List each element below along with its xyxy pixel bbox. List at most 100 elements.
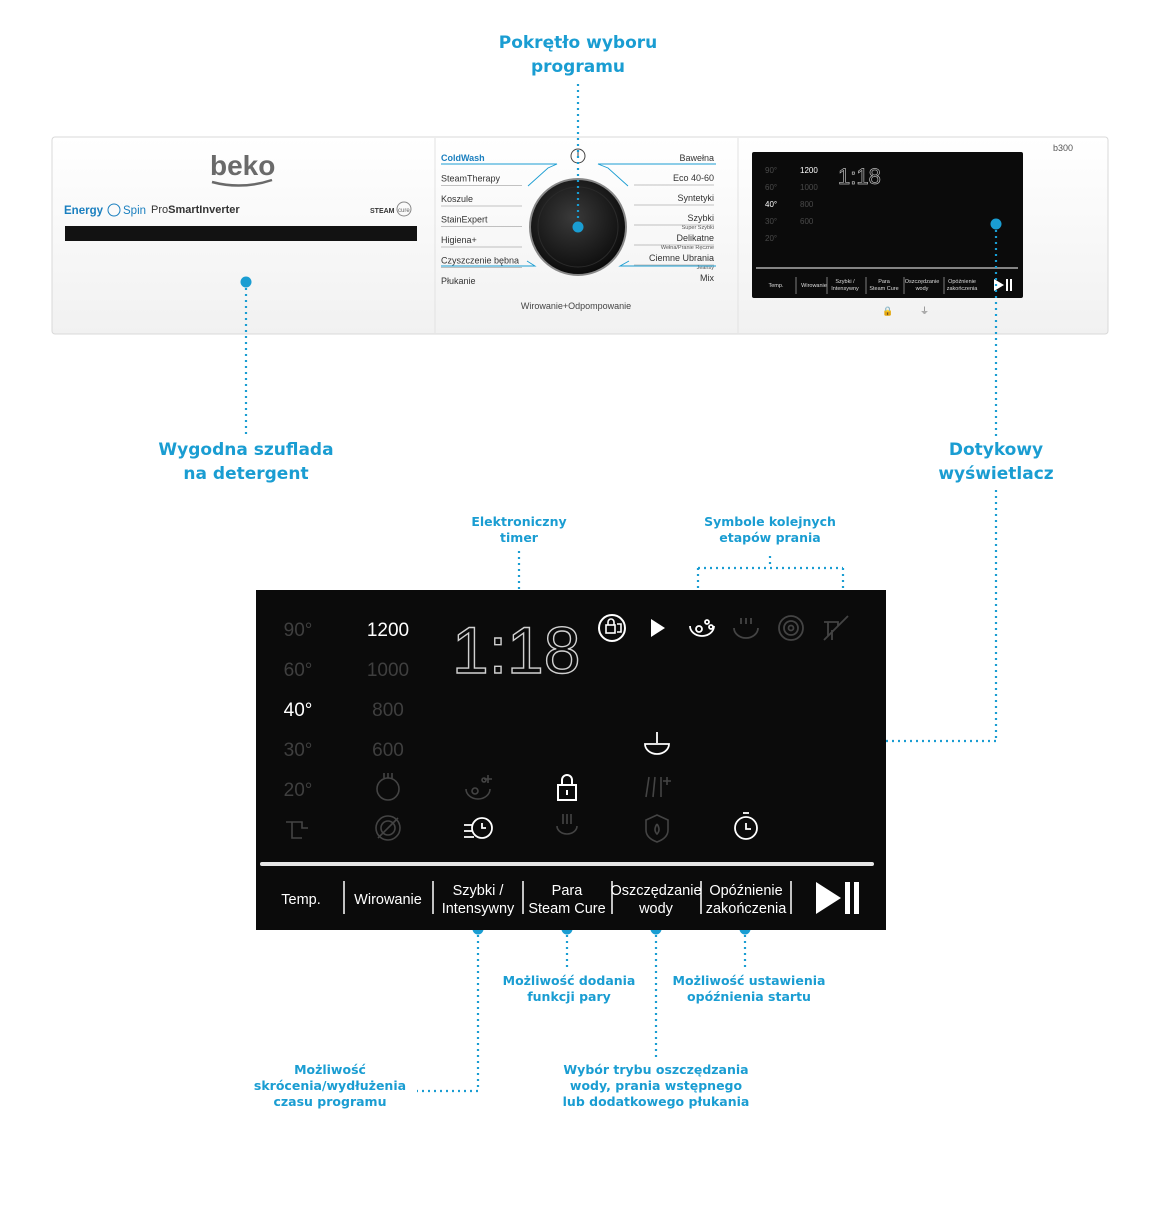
display-button-label[interactable]: Opóźnienie (709, 883, 782, 899)
timer-digits: 1:18 (452, 613, 580, 687)
wash-stage-icon (733, 618, 759, 639)
program-item[interactable]: Czyszczenie bębna (441, 256, 519, 266)
spin-option[interactable]: 800 (372, 700, 404, 721)
mini-button-label[interactable]: Steam Cure (869, 286, 898, 292)
model-label: b300 (1053, 143, 1073, 153)
temperature-option[interactable]: 30° (284, 740, 313, 761)
display-button-label[interactable]: wody (638, 901, 674, 917)
spin-option[interactable]: 600 (372, 740, 404, 761)
callout-dot-drawer (240, 276, 252, 288)
callout-timer: Elektroniczny timer (471, 514, 567, 545)
no-spin-icon (375, 815, 401, 841)
mini-spin-option[interactable]: 600 (800, 217, 814, 226)
mini-temp-option[interactable]: 20° (765, 234, 777, 243)
prewash-stage-icon (689, 619, 715, 637)
temperature-option[interactable]: 60° (284, 660, 313, 681)
drain-stage-icon (823, 615, 849, 641)
program-item[interactable]: Syntetyki (677, 193, 714, 203)
detergent-drawer-handle[interactable] (65, 226, 417, 241)
program-item[interactable]: SteamTherapy (441, 174, 501, 184)
display-button-label[interactable]: zakończenia (706, 901, 788, 917)
prosmart-inverter-label: ProSmartInverter (151, 204, 240, 216)
hot-wash-icon (376, 773, 400, 801)
program-item[interactable]: StainExpert (441, 215, 488, 225)
mini-button-label[interactable]: Szybki / (835, 279, 855, 285)
callout-delay: Możliwość ustawienia opóźnienia startu (672, 973, 826, 1004)
temperature-option[interactable]: 90° (284, 620, 313, 641)
program-list-left: ColdWashSteamTherapyKoszuleStainExpertHi… (441, 153, 522, 286)
display-button-0[interactable]: Temp. (281, 892, 321, 908)
program-subitem: Wełna/Pranie Ręczne (661, 245, 714, 251)
program-item[interactable]: ColdWash (441, 153, 485, 163)
touch-display[interactable]: 90° 60° 40° 30° 20° 1200 1000 800 600 1:18 (256, 590, 886, 930)
program-item[interactable]: Eco 40-60 (673, 173, 714, 183)
display-button-5[interactable]: Opóźnienie zakończenia (706, 883, 788, 917)
mini-spin-option[interactable]: 1200 (800, 166, 818, 175)
program-item[interactable]: Delikatne (676, 233, 714, 243)
mini-button-label[interactable]: wody (915, 286, 929, 292)
display-button-1[interactable]: Wirowanie (354, 892, 422, 908)
mini-button-label[interactable]: Opóźnienie (948, 279, 976, 285)
program-item[interactable]: Ciemne Ubrania (649, 253, 714, 263)
svg-text:⏚: ⏚ (920, 306, 929, 316)
callout-stage-symbols: Symbole kolejnych etapów prania (704, 514, 836, 545)
program-item[interactable]: Higiena+ (441, 235, 477, 245)
display-button-4[interactable]: Oszczędzanie wody (610, 883, 701, 917)
mini-button-label[interactable]: zakończenia (947, 286, 979, 292)
temperature-option[interactable]: 40° (284, 700, 313, 721)
display-button-label[interactable]: Para (552, 883, 584, 899)
energy-spin-label: Energy (64, 205, 104, 217)
shield-icon (645, 814, 669, 843)
steam-cure-badge: STEAM (370, 208, 395, 215)
callout-dot-display (990, 218, 1002, 230)
play-status-icon (651, 619, 665, 637)
display-button-2[interactable]: Szybki / Intensywny (442, 883, 515, 917)
spin-option[interactable]: 1200 (367, 620, 409, 641)
steam-hand-icon (556, 814, 578, 835)
mini-button-label[interactable]: Wirowanie (801, 283, 827, 289)
callout-touch-display: Dotykowy wyświetlacz (938, 440, 1054, 484)
program-subitem: Jeansy (697, 265, 715, 271)
display-button-label[interactable]: Szybki / (453, 883, 505, 899)
electronic-timer: 1:18 (451, 612, 581, 687)
program-bottom-label: Wirowanie+Odpompowanie (521, 301, 631, 311)
mini-temp-option[interactable]: 40° (765, 200, 777, 209)
mini-temp-option[interactable]: 30° (765, 217, 777, 226)
mini-button-label[interactable]: Temp. (769, 283, 784, 289)
tap-icon (286, 821, 308, 839)
mini-button-label[interactable]: Oszczędzanie (905, 279, 940, 285)
start-pause-button[interactable] (816, 882, 859, 914)
display-button-label[interactable]: Intensywny (442, 901, 515, 917)
display-button-label[interactable]: Temp. (281, 892, 321, 908)
program-item[interactable]: Bawełna (679, 153, 714, 163)
mini-temp-option[interactable]: 90° (765, 166, 777, 175)
program-item[interactable]: Mix (700, 273, 714, 283)
temperature-option[interactable]: 20° (284, 780, 313, 801)
mini-timer: 1:18 (838, 164, 881, 189)
callout-program-time: Możliwość skrócenia/wydłużenia czasu pro… (253, 1062, 407, 1109)
program-item[interactable]: Koszule (441, 194, 473, 204)
display-button-label[interactable]: Wirowanie (354, 892, 422, 908)
mini-temp-option[interactable]: 60° (765, 183, 777, 192)
program-subitem: Super Szybki (682, 225, 714, 231)
rinse-bowl-icon (644, 732, 670, 755)
svg-text:🔒: 🔒 (882, 306, 893, 316)
program-item[interactable]: Szybki (687, 213, 714, 223)
mini-spin-option[interactable]: 800 (800, 200, 814, 209)
padlock-icon (557, 774, 577, 801)
brand-logo: beko (210, 150, 275, 181)
mini-button-label[interactable]: Para (878, 279, 891, 285)
svg-text:cure: cure (398, 208, 410, 214)
mini-start-pause-icon[interactable] (994, 279, 1012, 291)
display-button-label[interactable]: Oszczędzanie (610, 883, 701, 899)
display-button-label[interactable]: Steam Cure (528, 901, 605, 917)
mini-button-label[interactable]: Intensywny (831, 286, 859, 292)
program-item[interactable]: Płukanie (441, 276, 476, 286)
spin-option[interactable]: 1000 (367, 660, 409, 681)
mini-spin-option[interactable]: 1000 (800, 183, 818, 192)
callout-detergent-drawer: Wygodna szuflada na detergent (158, 440, 334, 484)
